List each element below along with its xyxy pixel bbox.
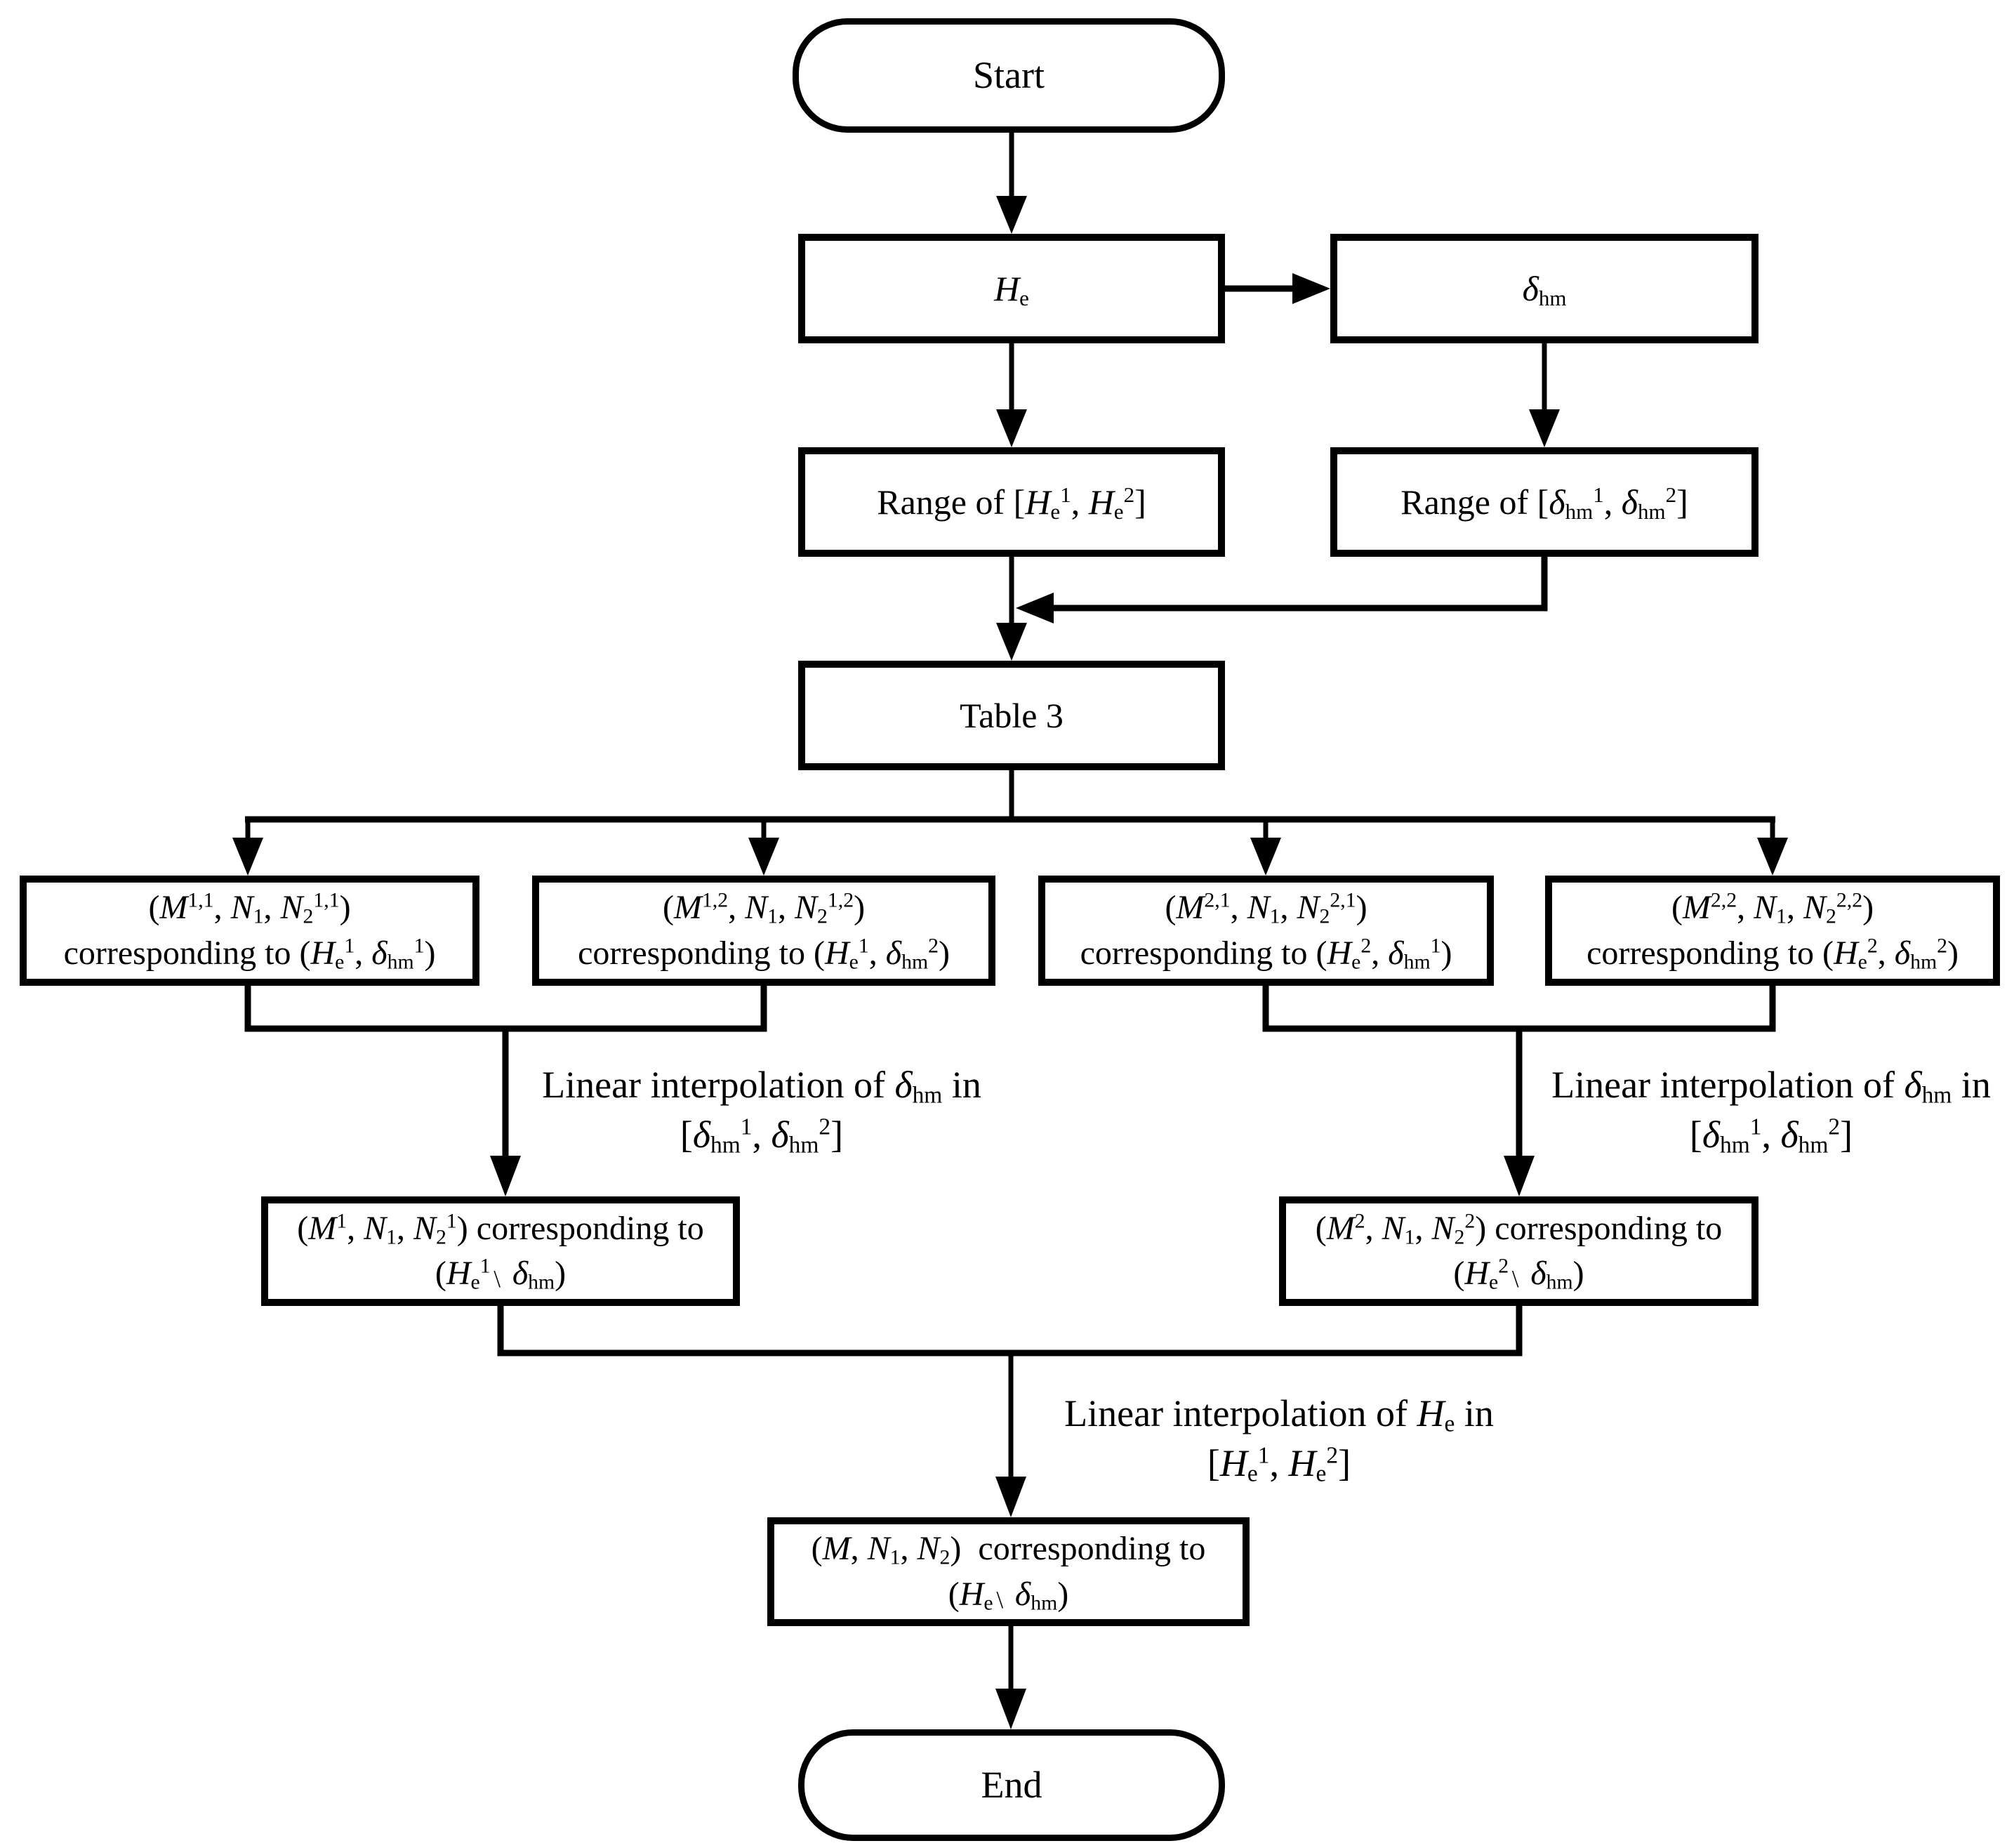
table3-node: Table 3 — [798, 661, 1225, 770]
q21-node: (M2,1, N1, N22,1)corresponding to (He2, … — [1038, 876, 1494, 986]
he-range-label: Range of [He1, He2] — [877, 482, 1146, 524]
interp-dhm-left-line1: Linear interpolation of δhm in — [542, 1064, 981, 1109]
m2-label: (M2, N1, N22) corresponding to(He2\ δhm) — [1315, 1209, 1723, 1294]
final-node: (M, N1, N2) corresponding to(He\ δhm) — [767, 1517, 1250, 1626]
edge-right-bracket-m2 — [1262, 983, 1776, 1196]
edge-left-bracket-m1 — [244, 983, 767, 1196]
q12-node: (M1,2, N1, N21,2)corresponding to (He1, … — [532, 876, 995, 986]
interp-dhm-right-label: Linear interpolation of δhm in [δhm1, δh… — [1543, 1060, 1999, 1161]
dhm-node: δhm — [1330, 234, 1758, 343]
edge-final-end — [995, 1626, 1026, 1729]
interp-dhm-left-label: Linear interpolation of δhm in [δhm1, δh… — [523, 1060, 1000, 1161]
start-node: Start — [793, 18, 1225, 133]
end-label: End — [981, 1764, 1042, 1807]
edge-dhm-dhmrange — [1529, 343, 1560, 447]
interp-dhm-left-line2: [δhm1, δhm2] — [680, 1114, 844, 1159]
final-label: (M, N1, N2) corresponding to(He\ δhm) — [811, 1530, 1206, 1615]
q12-label: (M1,2, N1, N21,2)corresponding to (He1, … — [578, 888, 950, 974]
m2-node: (M2, N1, N22) corresponding to(He2\ δhm) — [1279, 1196, 1758, 1306]
he-range-node: Range of [He1, He2] — [798, 447, 1225, 557]
edge-start-he — [996, 133, 1027, 234]
start-label: Start — [973, 54, 1045, 97]
interp-he-label: Linear interpolation of He in [He1, He2] — [1054, 1389, 1504, 1489]
q22-label: (M2,2, N1, N22,2)corresponding to (He2, … — [1587, 888, 1959, 974]
m1-node: (M1, N1, N21) corresponding to(He1\ δhm) — [261, 1196, 740, 1306]
edge-dhmrange-merge — [1016, 557, 1548, 623]
edge-table3-split — [232, 770, 1788, 876]
interp-dhm-right-line2: [δhm1, δhm2] — [1689, 1114, 1853, 1159]
q11-label: (M1,1, N1, N21,1)corresponding to (He1, … — [63, 888, 436, 974]
interp-he-line1: Linear interpolation of He in — [1064, 1392, 1494, 1437]
interp-he-line2: [He1, He2] — [1207, 1442, 1351, 1487]
dhm-range-node: Range of [δhm1, δhm2] — [1330, 447, 1758, 557]
he-node: He — [798, 234, 1225, 343]
he-label: He — [994, 268, 1029, 310]
interp-dhm-right-line1: Linear interpolation of δhm in — [1551, 1064, 1991, 1109]
dhm-label: δhm — [1522, 268, 1567, 310]
edge-bottom-bracket-final — [497, 1303, 1523, 1517]
q21-label: (M2,1, N1, N22,1)corresponding to (He2, … — [1080, 888, 1452, 974]
dhm-range-label: Range of [δhm1, δhm2] — [1400, 482, 1688, 524]
table3-label: Table 3 — [960, 695, 1064, 735]
m1-label: (M1, N1, N21) corresponding to(He1\ δhm) — [297, 1209, 704, 1294]
end-node: End — [798, 1729, 1225, 1841]
edge-he-herange — [996, 343, 1027, 447]
edge-he-dhm — [1225, 273, 1330, 304]
edge-herange-table3 — [996, 557, 1027, 661]
q11-node: (M1,1, N1, N21,1)corresponding to (He1, … — [20, 876, 479, 986]
q22-node: (M2,2, N1, N22,2)corresponding to (He2, … — [1545, 876, 2000, 986]
